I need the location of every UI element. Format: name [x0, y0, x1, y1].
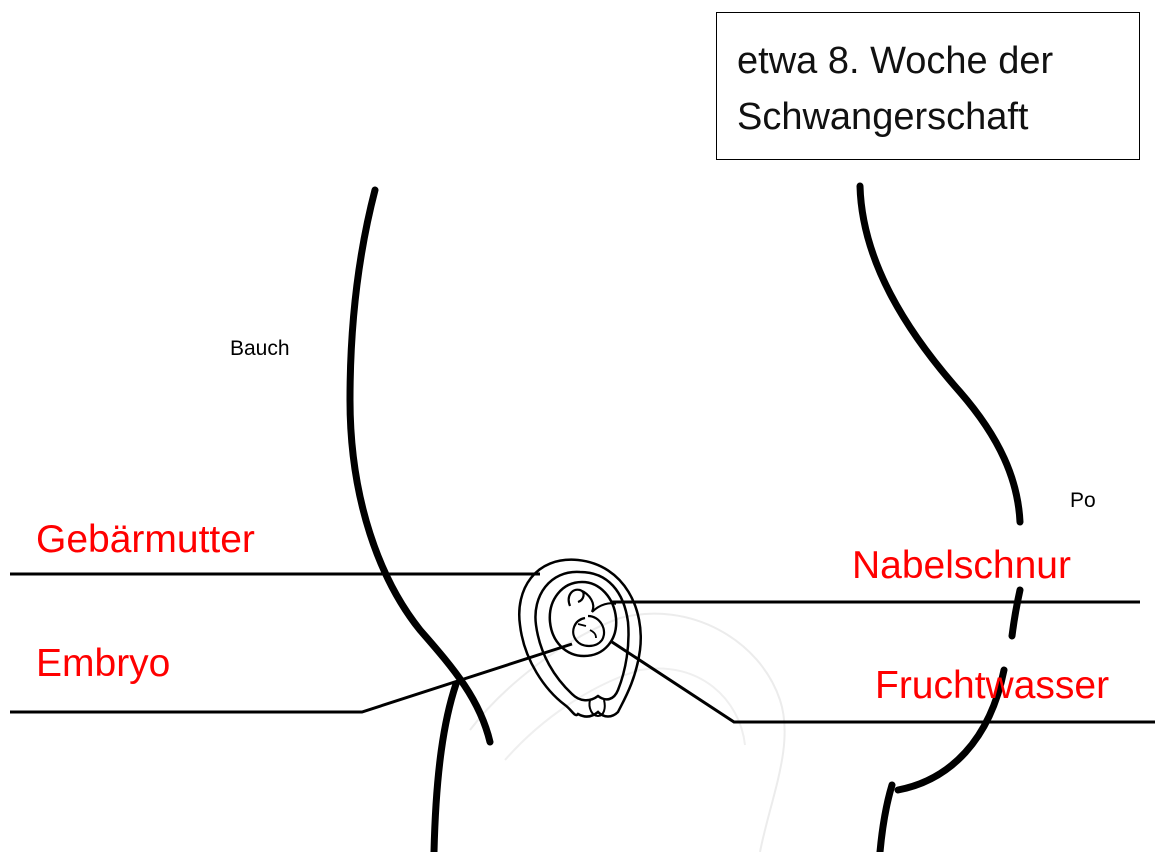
title-box: etwa 8. Woche der Schwangerschaft	[716, 12, 1140, 160]
embryo-head	[569, 590, 594, 612]
title-line-1: etwa 8. Woche der	[737, 33, 1139, 89]
title-line-2: Schwangerschaft	[737, 89, 1139, 145]
belly-label: Bauch	[230, 338, 290, 359]
back-leg-contour	[880, 785, 892, 852]
bottom-label: Po	[1070, 490, 1096, 511]
front-leg-contour	[434, 684, 456, 852]
belly-contour	[350, 190, 490, 742]
back-contour	[860, 186, 1020, 522]
uterus-label: Gebärmutter	[36, 520, 255, 559]
amniotic-fluid-label: Fruchtwasser	[875, 666, 1109, 705]
pelvis-outline-inner	[505, 668, 745, 760]
buttock-contour	[1012, 590, 1020, 636]
umbilical-cord-label: Nabelschnur	[852, 546, 1071, 585]
embryo-label: Embryo	[36, 644, 170, 683]
